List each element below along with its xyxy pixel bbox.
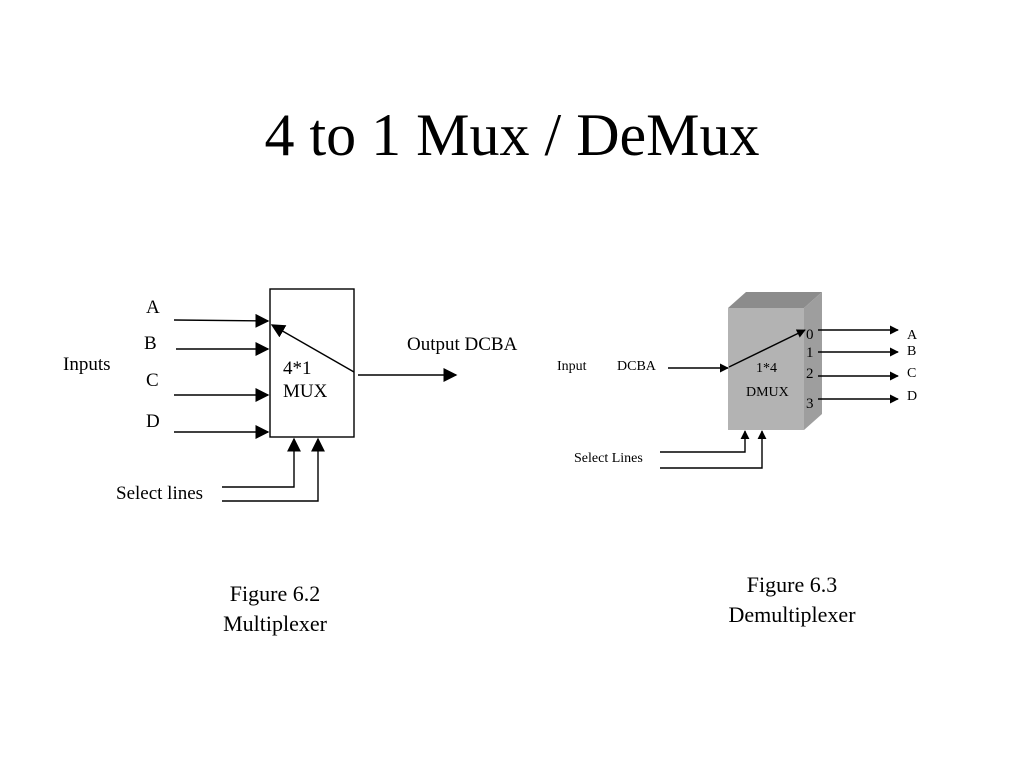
demux-box-front xyxy=(728,308,804,430)
demux-select-label: Select Lines xyxy=(574,451,643,466)
demux-caption-line1: Figure 6.3 xyxy=(747,572,837,597)
mux-input-wire-a xyxy=(173,313,270,328)
demux-switch-arrow xyxy=(728,329,806,368)
mux-input-label-a: A xyxy=(146,297,160,318)
demux-output-number-2: 2 xyxy=(806,366,814,382)
slide-title: 4 to 1 Mux / DeMux xyxy=(265,102,760,168)
mux-box-label-line1: 4*1 xyxy=(283,358,312,379)
demux-box-side xyxy=(804,292,822,430)
demux-box-label-line1: 1*4 xyxy=(756,361,777,376)
demux-input-label: Input xyxy=(557,359,587,374)
demux-caption-line2: Demultiplexer xyxy=(728,602,856,627)
mux-select-wire-1 xyxy=(222,437,301,488)
mux-output-label: Output DCBA xyxy=(407,334,518,355)
demux-box-top xyxy=(728,292,822,308)
demux-output-label-a: A xyxy=(907,328,918,343)
demux-input-value: DCBA xyxy=(617,359,657,374)
mux-inputs-label: Inputs xyxy=(63,354,111,375)
demux-output-number-0: 0 xyxy=(806,327,814,343)
mux-input-label-d: D xyxy=(146,411,160,432)
mux-input-label-b: B xyxy=(144,333,157,354)
demux-output-number-3: 3 xyxy=(806,396,814,412)
demux-box-label-line2: DMUX xyxy=(746,385,789,400)
mux-caption-line2: Multiplexer xyxy=(223,611,328,636)
mux-input-label-c: C xyxy=(146,370,159,391)
demux-output-number-1: 1 xyxy=(806,345,814,361)
mux-select-wire-2 xyxy=(222,437,325,502)
mux-select-label: Select lines xyxy=(116,483,203,504)
mux-diagram: A B C D Inputs 4*1 MUX Output DCBA Selec… xyxy=(63,288,518,636)
demux-output-label-d: D xyxy=(907,389,917,404)
demux-diagram: Input DCBA 1*4 DMUX 0 1 2 3 A B C D Sele… xyxy=(557,292,918,627)
demux-select-wire-1 xyxy=(660,430,750,453)
demux-output-label-c: C xyxy=(907,366,916,381)
mux-switch-arrow xyxy=(270,324,355,373)
demux-output-label-b: B xyxy=(907,344,916,359)
demux-select-wire-2 xyxy=(660,430,767,469)
mux-box-label-line2: MUX xyxy=(283,381,328,402)
mux-caption-line1: Figure 6.2 xyxy=(230,581,320,606)
mux-box xyxy=(269,288,355,438)
